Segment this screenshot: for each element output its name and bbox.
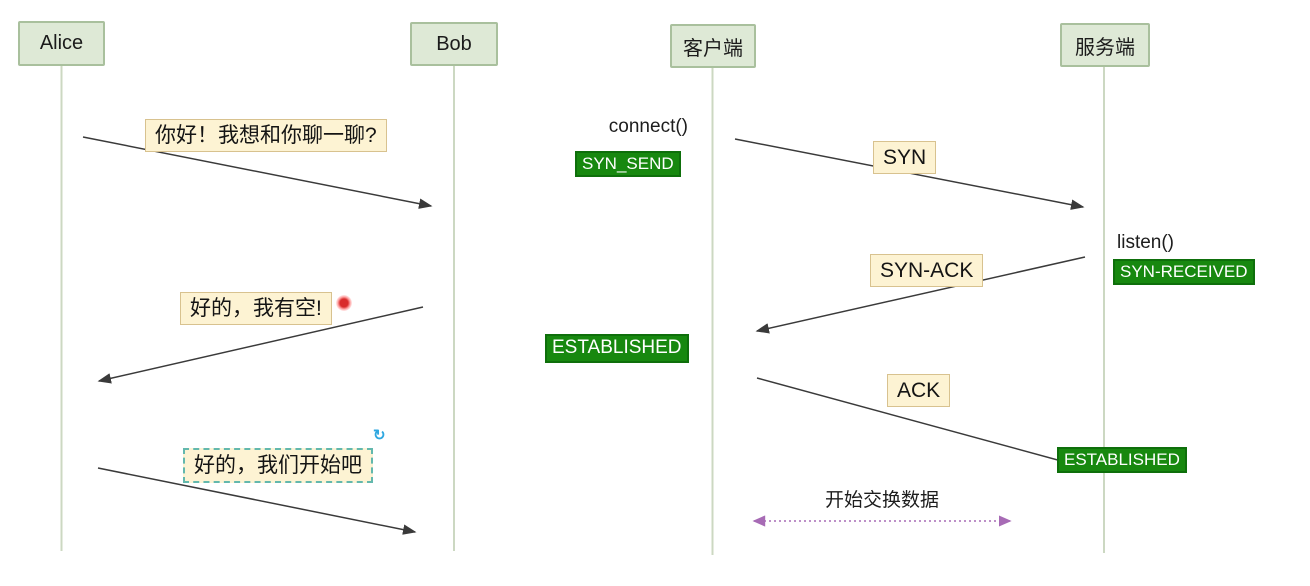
message-label-free: 好的，我有空!: [180, 292, 332, 326]
actor-server-label: 服务端: [1075, 36, 1135, 59]
data-exchange-caption: 开始交换数据: [824, 490, 939, 511]
sync-icon[interactable]: ↻: [373, 427, 386, 444]
server-state-established: ESTABLISHED: [1057, 447, 1187, 474]
packet-label-ack: ACK: [887, 374, 951, 408]
client-state-syn-send: SYN_SEND: [575, 151, 681, 178]
actor-bob: Bob: [410, 22, 498, 66]
packet-label-syn-ack: SYN-ACK: [870, 254, 984, 288]
client-connect-call: connect(): [608, 116, 688, 137]
server-listen-call: listen(): [1117, 232, 1175, 253]
laser-pointer-dot-icon: [336, 295, 352, 311]
actor-client-label: 客户端: [683, 37, 743, 60]
actor-server: 服务端: [1060, 23, 1150, 67]
bob-to-alice-arrow: [97, 306, 424, 384]
syn-ack-arrow: [755, 256, 1086, 334]
actor-client: 客户端: [670, 24, 756, 68]
actor-alice-label: Alice: [39, 32, 84, 54]
alice-to-bob-arrow-1: [82, 136, 433, 209]
message-label-start[interactable]: 好的，我们开始吧: [183, 448, 373, 484]
client-state-established: ESTABLISHED: [545, 334, 689, 363]
alice-to-bob-arrow-2: [97, 467, 417, 535]
actor-alice: Alice: [18, 21, 105, 66]
packet-label-syn: SYN: [873, 141, 937, 175]
message-label-hello: 你好！我想和你聊一聊?: [145, 119, 387, 153]
server-state-syn-received: SYN-RECEIVED: [1113, 259, 1255, 286]
ack-arrow: [756, 377, 1078, 467]
actor-bob-label: Bob: [436, 32, 472, 55]
